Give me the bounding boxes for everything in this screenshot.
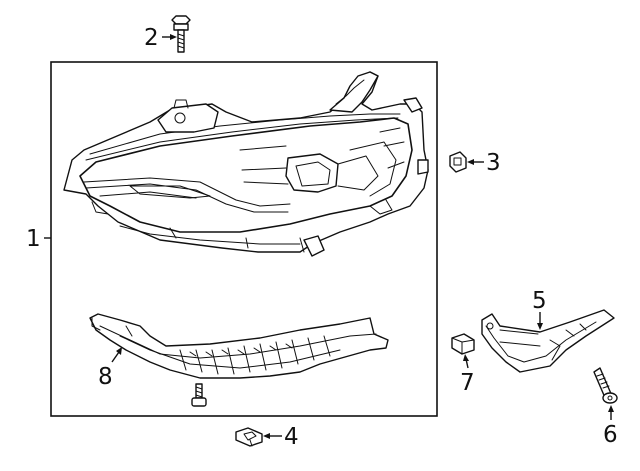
side-bracket[interactable] <box>481 309 615 373</box>
callout-5: 5 <box>532 288 547 314</box>
callout-2: 2 <box>144 25 159 51</box>
retainer-icon[interactable] <box>451 333 475 355</box>
bolt-icon[interactable] <box>171 15 191 53</box>
lower-bracket[interactable] <box>89 313 389 379</box>
bracket-ribs <box>179 335 331 375</box>
leader-lines <box>44 34 614 439</box>
bolt-icon[interactable] <box>593 367 618 404</box>
callout-8: 8 <box>98 364 113 390</box>
callout-1: 1 <box>26 226 41 252</box>
assembly-frame <box>50 61 438 417</box>
callout-4: 4 <box>284 424 299 450</box>
callout-7: 7 <box>460 370 475 396</box>
bolt-icon[interactable] <box>191 383 207 407</box>
headlamp-assembly[interactable] <box>63 71 429 257</box>
push-clip-icon[interactable] <box>235 427 263 447</box>
callout-6: 6 <box>603 422 618 448</box>
clip-nut-icon[interactable] <box>449 151 467 173</box>
callout-3: 3 <box>486 150 501 176</box>
